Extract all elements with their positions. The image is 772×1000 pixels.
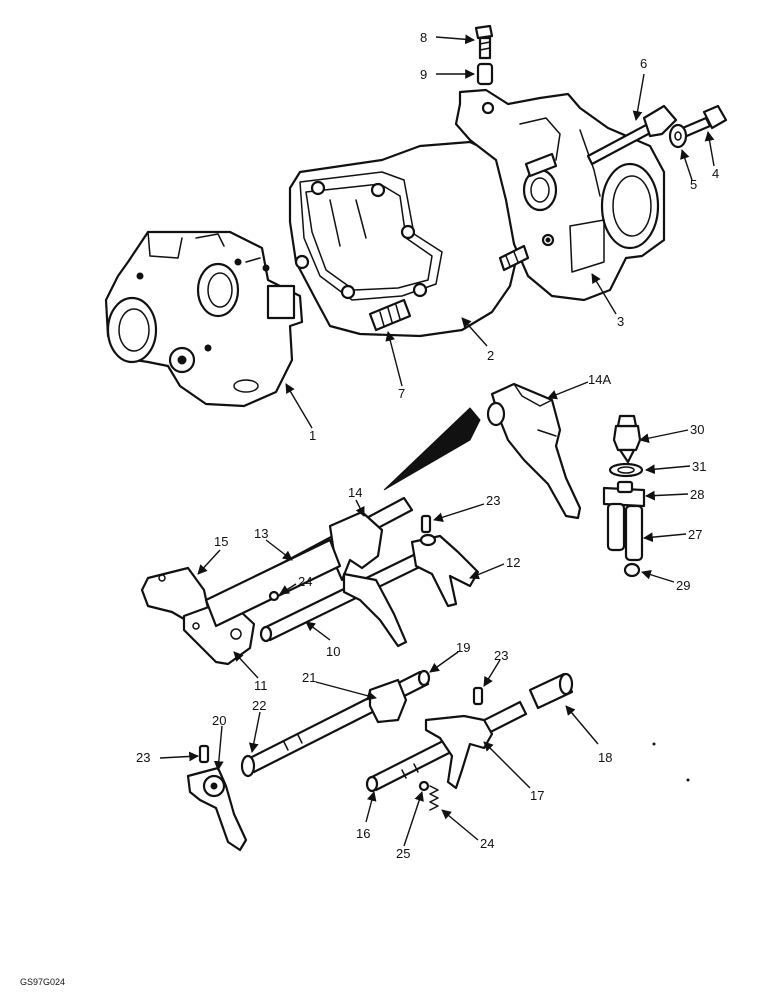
scan-specks [652, 742, 690, 782]
callout-4: 4 [712, 166, 719, 181]
callout-17: 17 [530, 788, 544, 803]
spacer-part-9 [476, 62, 494, 86]
washer-part-31 [608, 462, 644, 478]
dowel-pin-part-7 [368, 298, 412, 332]
callout-25: 25 [396, 846, 410, 861]
pin-part-23-left [198, 744, 210, 764]
plug-part-29 [623, 562, 641, 578]
callout-16: 16 [356, 826, 370, 841]
callout-12: 12 [506, 555, 520, 570]
callout-23-upper: 23 [486, 493, 500, 508]
spring-part-24-lower [429, 785, 439, 811]
callout-6: 6 [640, 56, 647, 71]
callout-23-right: 23 [494, 648, 508, 663]
long-bolt-part-6 [586, 104, 678, 166]
callout-5: 5 [690, 177, 697, 192]
oring-part-22 [240, 754, 256, 778]
pin-part-27 [606, 502, 644, 562]
callout-24-lower: 24 [480, 836, 494, 851]
callout-31: 31 [692, 459, 706, 474]
bracket-part-28 [602, 480, 646, 508]
callout-29: 29 [676, 578, 690, 593]
sleeve-part-18 [528, 672, 574, 710]
leader-lines [159, 34, 715, 847]
fork-part-17 [424, 714, 494, 790]
fork-part-12 [342, 533, 480, 648]
bell-housing-part-2 [288, 140, 520, 338]
callout-labels: 1 2 3 4 5 6 7 8 9 14A 30 31 28 27 29 14 … [136, 30, 719, 861]
pin-part-23-right [472, 686, 484, 706]
callout-21: 21 [302, 670, 316, 685]
callout-3: 3 [617, 314, 624, 329]
callout-20: 20 [212, 713, 226, 728]
callout-7: 7 [398, 386, 405, 401]
ball-part-24-upper [268, 590, 280, 602]
callout-8: 8 [420, 30, 427, 45]
callout-14a: 14A [588, 372, 611, 387]
fork-part-20 [186, 766, 248, 852]
callout-24-upper: 24 [298, 574, 312, 589]
callout-28: 28 [690, 487, 704, 502]
callout-23-left: 23 [136, 750, 150, 765]
callout-14: 14 [348, 485, 362, 500]
callout-18: 18 [598, 750, 612, 765]
callout-19: 19 [456, 640, 470, 655]
callout-2: 2 [487, 348, 494, 363]
drawing-code: GS97G024 [20, 977, 65, 987]
callout-30: 30 [690, 422, 704, 437]
callout-15: 15 [214, 534, 228, 549]
bolt-part-8 [474, 24, 494, 60]
shift-fork-part-14a [486, 382, 582, 520]
callout-22: 22 [252, 698, 266, 713]
fork-part-14 [204, 510, 384, 628]
ball-part-25 [418, 780, 430, 792]
callout-1: 1 [309, 428, 316, 443]
front-housing-part-1 [104, 230, 304, 408]
switch-part-30 [612, 414, 642, 464]
callout-9: 9 [420, 67, 427, 82]
detail-pointer-wedge [383, 407, 481, 491]
callout-27: 27 [688, 527, 702, 542]
callout-11: 11 [254, 678, 268, 693]
collar-part-21 [368, 678, 408, 724]
callout-13: 13 [254, 526, 268, 541]
callout-10: 10 [326, 644, 340, 659]
washer-part-5 [668, 123, 688, 149]
pin-part-23-upper [420, 514, 432, 534]
